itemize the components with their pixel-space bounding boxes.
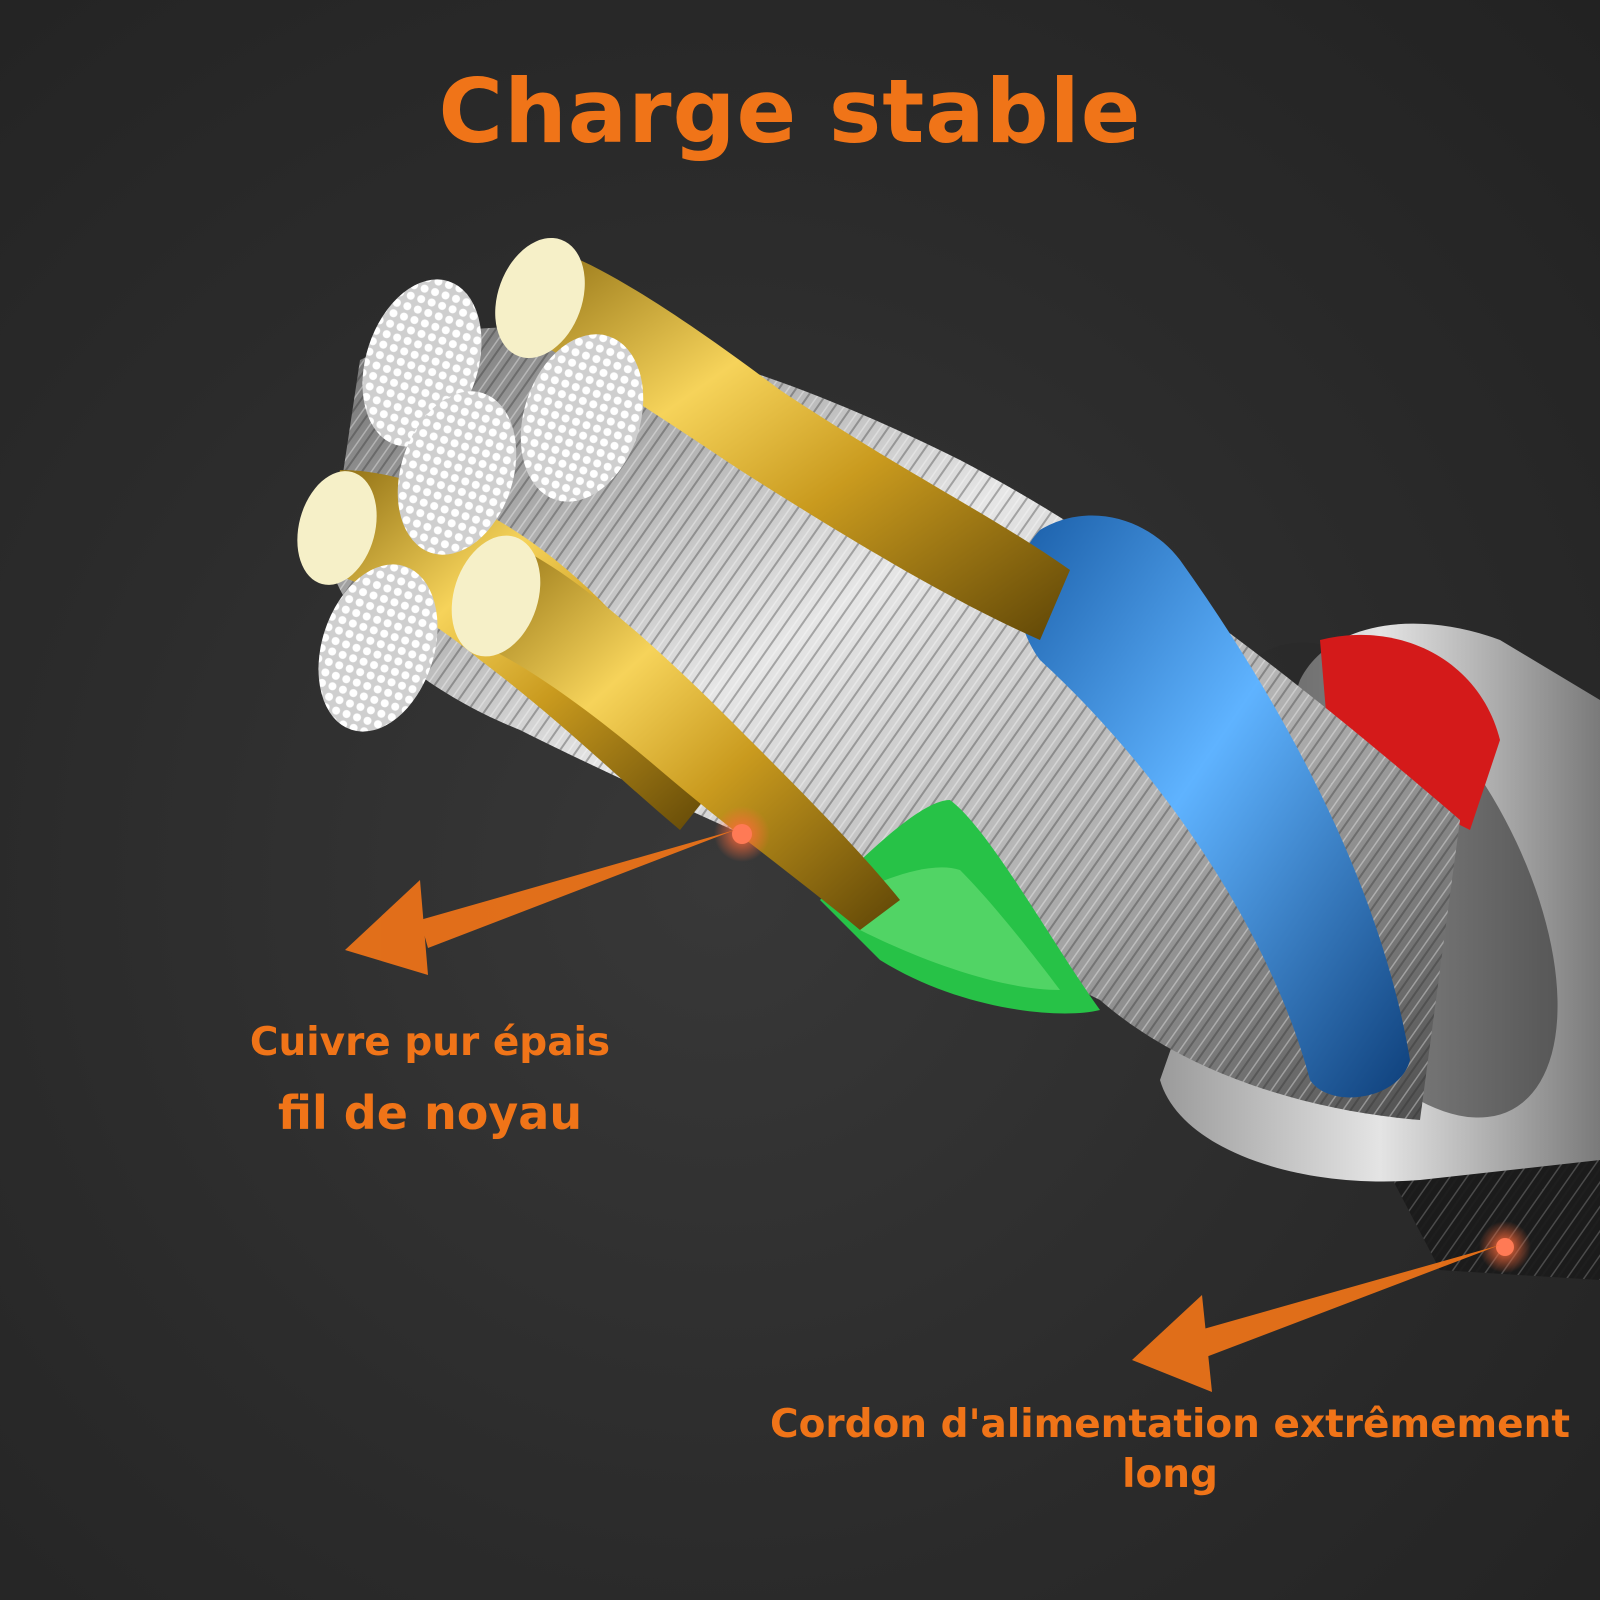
cord-label-line1: Cordon d'alimentation extrêmement (769, 1402, 1571, 1447)
gold-conductor-top (495, 237, 1070, 640)
silver-strand-bundle (330, 327, 1460, 1120)
arrow-cord (1132, 1245, 1500, 1392)
core-wire-label-line2: fil de noyau (277, 1086, 583, 1140)
blue-wire (1017, 515, 1410, 1098)
headline-title: Charge stable (438, 60, 1142, 163)
red-wire (1320, 634, 1500, 830)
arrow-core-wire (345, 830, 735, 975)
cord-label-line2: long (1122, 1452, 1218, 1497)
stranded-wire-ends (318, 279, 644, 732)
core-wire-label-line1: Cuivre pur épais (249, 1020, 611, 1065)
gold-conductor-front (451, 535, 900, 930)
